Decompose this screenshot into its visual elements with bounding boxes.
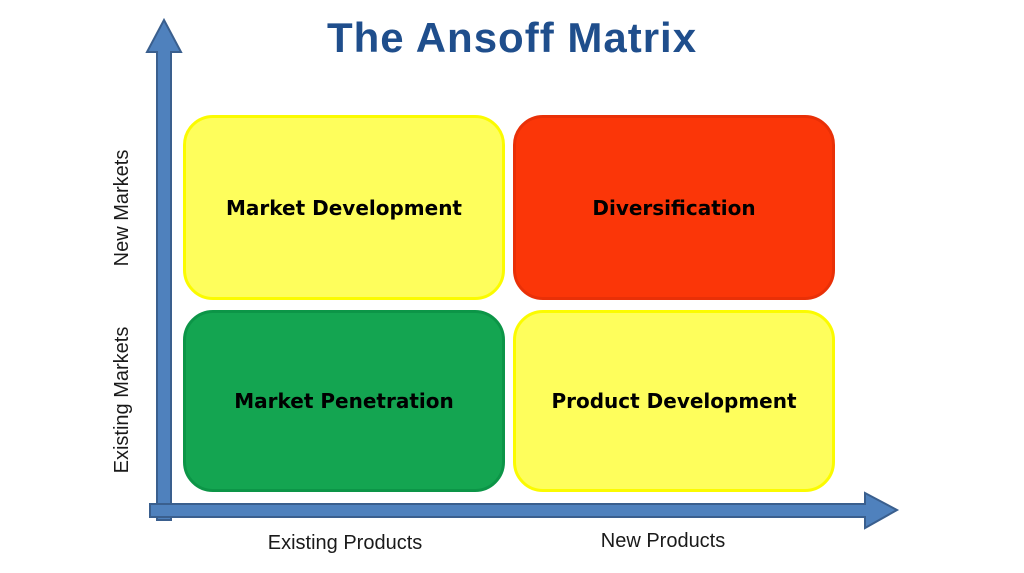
y-axis-arrow-icon	[145, 17, 183, 521]
quadrant-label: Product Development	[551, 389, 797, 413]
quadrant-label: Market Penetration	[234, 389, 454, 413]
x-axis-label-existing-products: Existing Products	[267, 532, 423, 554]
quadrant-market-penetration: Market Penetration	[183, 310, 505, 492]
y-axis-label-existing-markets: Existing Markets	[111, 326, 133, 474]
quadrant-grid: Market Development Diversification Marke…	[183, 115, 835, 492]
quadrant-label: Market Development	[226, 195, 462, 220]
quadrant-diversification: Diversification	[513, 115, 835, 300]
page-title: The Ansoff Matrix	[326, 14, 698, 61]
quadrant-product-development: Product Development	[513, 310, 835, 492]
x-axis-arrow-icon	[149, 491, 900, 530]
x-axis-label-new-products: New Products	[600, 530, 726, 552]
quadrant-market-development: Market Development	[183, 115, 505, 300]
y-axis-label-new-markets: New Markets	[111, 149, 133, 267]
quadrant-label: Diversification	[592, 195, 756, 220]
